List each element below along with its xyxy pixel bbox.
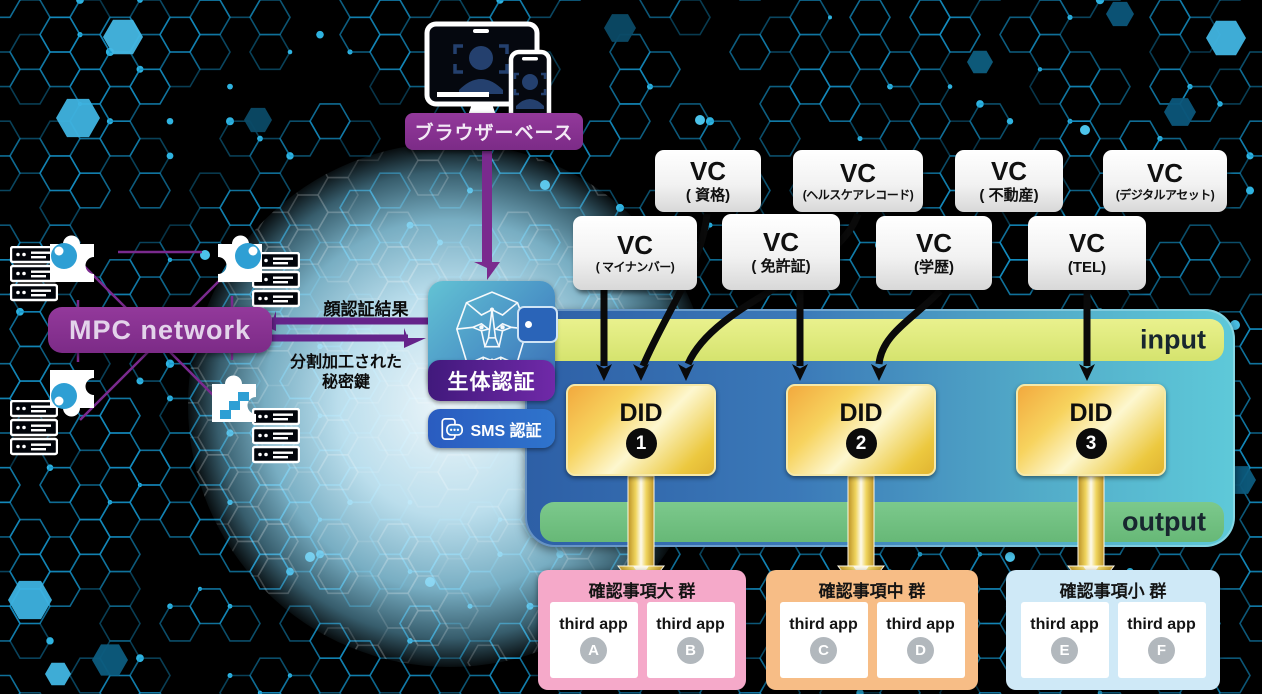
browser-base-label: ブラウザーベース [414, 123, 574, 144]
third-app-card: third app B [646, 602, 735, 678]
did-number-badge: 1 [625, 428, 657, 459]
bio-auth-label: 生体認証 [428, 360, 555, 401]
output-label: output [1122, 506, 1206, 537]
vc-card-tel: VC (TEL) [1028, 216, 1146, 290]
vc-title: VC [1146, 158, 1184, 189]
third-app-card: third app A [549, 602, 638, 678]
did-number-badge: 2 [845, 428, 877, 459]
third-app-label: third app [1127, 615, 1196, 633]
vc-title: VC [839, 158, 877, 189]
vc-title: VC [915, 228, 953, 259]
puzzle-stairs-icon [212, 375, 256, 422]
monitor-face-scan-icon [424, 21, 552, 125]
app-badge: F [1148, 636, 1175, 664]
face-result-label: 顔認証結果 [323, 300, 409, 319]
group-medium-items: 確認事項中 群 third app C third app D [766, 570, 978, 690]
wallet-icon [517, 306, 558, 343]
third-app-label: third app [789, 615, 858, 633]
third-app-card: third app D [876, 602, 965, 678]
server-icon [252, 252, 300, 308]
vc-card-healthcare-record: VC (ヘルスケアレコード) [793, 150, 923, 212]
third-app-label: third app [559, 615, 628, 633]
bio-auth-text: 生体認証 [447, 370, 536, 394]
vc-title: VC [1068, 228, 1106, 259]
group-large-items: 確認事項大 群 third app A third app B [538, 570, 746, 690]
phone-face-scan-icon [508, 49, 552, 125]
sms-auth-text: SMS 認証 [470, 422, 542, 440]
vc-subtitle: (学歴) [914, 259, 954, 277]
group-title: 確認事項小 群 [1059, 582, 1167, 601]
app-badge: C [810, 636, 837, 664]
app-badge: E [1051, 636, 1078, 664]
vc-card-qualification: VC ( 資格) [655, 150, 761, 212]
vc-card-my-number: VC ( マイナンバー) [573, 216, 697, 290]
group-small-items: 確認事項小 群 third app E third app F [1006, 570, 1220, 690]
did-box-1: DID 1 [566, 384, 716, 476]
third-app-card: third app E [1020, 602, 1109, 678]
vc-card-digital-asset: VC (デジタルアセット) [1103, 150, 1227, 212]
app-badge: B [677, 636, 704, 664]
group-title: 確認事項大 群 [588, 582, 696, 601]
did-label: DID [619, 399, 663, 427]
mpc-network-label: MPC network [68, 314, 252, 345]
server-icon [10, 400, 58, 456]
app-badge: A [580, 636, 607, 664]
split-key-label-line2: 秘密鍵 [321, 374, 370, 391]
third-app-card: third app F [1117, 602, 1206, 678]
app-badge: D [907, 636, 934, 664]
vc-card-drivers-license: VC ( 免許証) [722, 214, 840, 290]
did-number-badge: 3 [1075, 428, 1107, 459]
vc-card-real-estate: VC ( 不動産) [955, 150, 1063, 212]
vc-card-education: VC (学歴) [876, 216, 992, 290]
did-label: DID [839, 399, 883, 427]
input-label: input [1140, 324, 1206, 355]
vc-subtitle: (デジタルアセット) [1115, 188, 1215, 203]
vc-to-did-arrows [600, 212, 1091, 368]
sms-auth-label: SMS 認証 [428, 409, 555, 448]
vc-title: VC [616, 230, 654, 261]
vc-title: VC [689, 156, 727, 187]
did-box-2: DID 2 [786, 384, 936, 476]
third-app-label: third app [1030, 615, 1099, 633]
third-app-label: third app [656, 615, 725, 633]
vc-subtitle: (TEL) [1067, 259, 1107, 277]
vc-subtitle: ( 免許証) [751, 258, 811, 276]
third-app-label: third app [886, 615, 955, 633]
vc-subtitle: (ヘルスケアレコード) [802, 188, 914, 203]
vc-subtitle: ( 資格) [685, 187, 731, 205]
split-key-label-line1: 分割加工された [289, 354, 402, 371]
browser-to-bio-arrow [474, 151, 500, 280]
sms-phone-icon [441, 417, 464, 440]
did-label: DID [1069, 399, 1113, 427]
puzzle-piece-icon [50, 370, 94, 417]
did-box-3: DID 3 [1016, 384, 1166, 476]
mpc-network-banner: MPC network [48, 307, 272, 353]
third-app-card: third app C [779, 602, 868, 678]
group-title: 確認事項中 群 [818, 582, 926, 601]
puzzle-piece-icon [50, 235, 94, 282]
split-key-arrow [266, 328, 426, 348]
browser-base-banner: ブラウザーベース [405, 113, 583, 150]
puzzle-piece-icon [218, 235, 262, 282]
server-icon [10, 246, 58, 302]
vc-title: VC [762, 227, 800, 258]
vc-subtitle: ( マイナンバー) [595, 260, 675, 275]
vc-arrowheads [596, 364, 1095, 381]
vc-subtitle: ( 不動産) [979, 187, 1039, 205]
vc-title: VC [990, 156, 1028, 187]
